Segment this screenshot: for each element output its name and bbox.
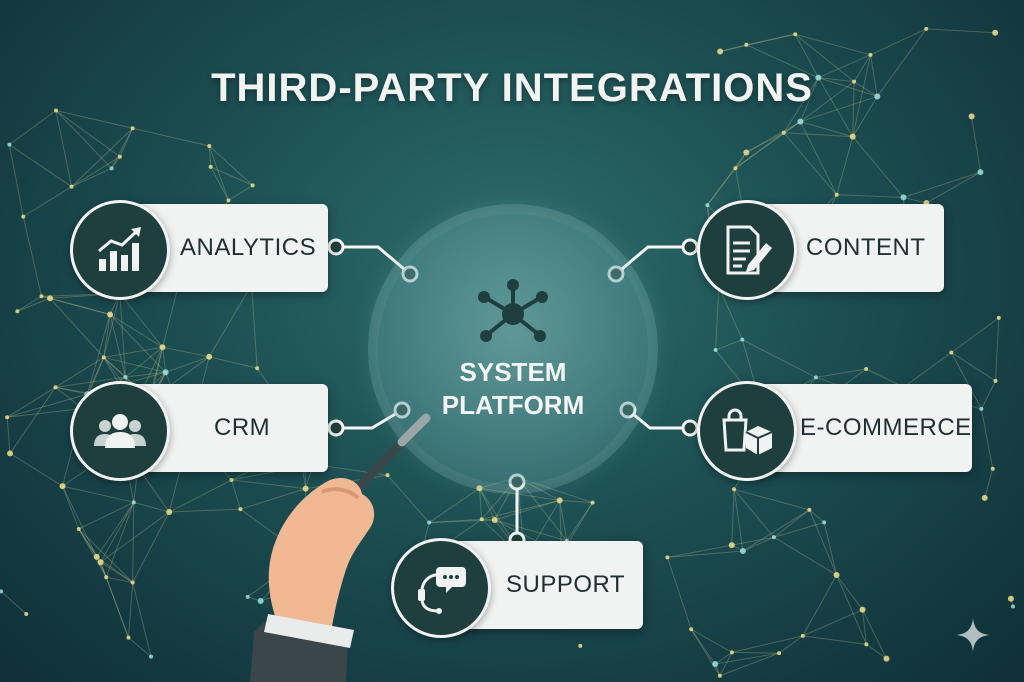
system-platform-hub bbox=[378, 214, 648, 484]
connector-content bbox=[615, 245, 690, 276]
integration-card-analytics[interactable]: ANALYTICS bbox=[132, 204, 328, 292]
hub-label-line1: SYSTEM bbox=[459, 357, 567, 387]
ecommerce-badge bbox=[697, 381, 797, 481]
bar-chart-icon bbox=[98, 227, 141, 271]
integration-card-support[interactable]: SUPPORT bbox=[452, 541, 643, 629]
support-badge bbox=[391, 538, 491, 638]
content-badge bbox=[697, 200, 797, 300]
users-group-icon bbox=[94, 414, 146, 448]
integration-label-analytics: ANALYTICS bbox=[180, 234, 317, 261]
document-pen-icon bbox=[726, 225, 772, 275]
integration-label-ecommerce: E-COMMERCE bbox=[800, 414, 972, 441]
system-platform-label: SYSTEM PLATFORM bbox=[378, 356, 648, 422]
hand-with-stylus-illustration bbox=[250, 413, 431, 682]
network-hub-icon bbox=[478, 279, 548, 342]
connector-analytics bbox=[336, 245, 411, 276]
integration-label-content: CONTENT bbox=[806, 234, 926, 261]
analytics-badge bbox=[70, 200, 170, 300]
connector-ecommerce bbox=[627, 408, 690, 430]
crm-badge bbox=[70, 381, 170, 481]
page-title: THIRD-PARTY INTEGRATIONS bbox=[211, 66, 813, 110]
hub-label-line2: PLATFORM bbox=[441, 390, 585, 420]
sparkle-icon bbox=[956, 618, 990, 652]
headset-chat-icon bbox=[418, 567, 466, 614]
integration-label-support: SUPPORT bbox=[506, 571, 626, 598]
connector-crm bbox=[336, 408, 403, 430]
shopping-bag-box-icon bbox=[722, 408, 773, 455]
integration-label-crm: CRM bbox=[214, 414, 271, 441]
